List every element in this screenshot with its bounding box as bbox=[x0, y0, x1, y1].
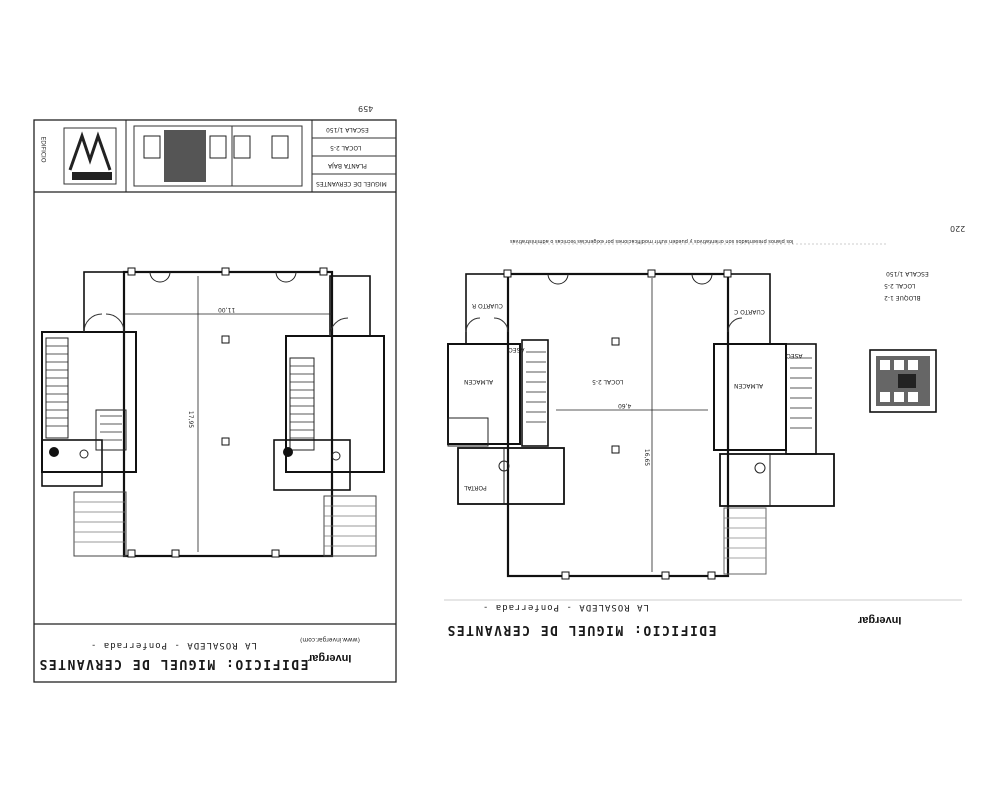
info-line-4: MIGUEL DE CERVANTES bbox=[316, 180, 387, 187]
key-plan-right bbox=[869, 349, 937, 413]
left-floor-plan bbox=[33, 119, 397, 683]
right-plan-sheet: 220 los planos presentados son orientati… bbox=[438, 222, 968, 652]
page-number: 459 bbox=[358, 104, 374, 113]
company-logo bbox=[63, 127, 117, 185]
room-label: ALMACEN bbox=[464, 378, 494, 385]
key-plan bbox=[133, 125, 303, 187]
vertical-label: EDIFICIO bbox=[39, 136, 47, 163]
dimension-width: 4,60 bbox=[618, 402, 632, 409]
website: (www.invergar.com) bbox=[300, 636, 360, 643]
room-label: CUARTO R bbox=[472, 302, 503, 309]
room-label: LOCAL 2-5 bbox=[592, 378, 624, 385]
right-floor-plan bbox=[444, 243, 962, 601]
legend-line-3: BLOQUE 1-2 bbox=[884, 294, 921, 301]
info-line-3: PLANTA BAJA bbox=[328, 162, 367, 169]
page-number: 220 bbox=[950, 224, 966, 233]
room-label: ASEO bbox=[508, 346, 525, 353]
dimension-height: 16,65 bbox=[643, 448, 651, 467]
info-line-1: ESCALA 1/150 bbox=[326, 126, 369, 133]
dimension-width: 11,00 bbox=[218, 306, 236, 313]
legend-line-2: LOCAL 2-5 bbox=[884, 282, 916, 289]
brand-logo: Invergar bbox=[308, 652, 352, 664]
room-label: PORTAL bbox=[464, 484, 487, 491]
legend-line-1: ESCALA 1/150 bbox=[886, 270, 929, 277]
notice-text: los planos presentados son orientativos … bbox=[510, 238, 794, 244]
building-title: EDIFICIO: MIGUEL DE CERVANTES bbox=[38, 656, 309, 671]
info-line-2: LOCAL 2-5 bbox=[330, 144, 362, 151]
room-label: ASEO bbox=[786, 352, 803, 359]
dimension-height: 17,95 bbox=[187, 410, 195, 429]
room-label: ALMACEN bbox=[734, 382, 764, 389]
location-text: LA ROSALEDA - Ponferrada - bbox=[482, 602, 649, 612]
location-text: LA ROSALEDA - Ponferrada - bbox=[90, 640, 257, 650]
brand-logo: Invergar bbox=[858, 614, 902, 626]
building-title: EDIFICIO: MIGUEL DE CERVANTES bbox=[446, 622, 717, 637]
room-label: CUARTO C bbox=[734, 308, 765, 315]
left-plan-sheet: 459 EDIFICIO ESCALA 1/150 LOCAL 2-5 PLAN… bbox=[32, 100, 400, 690]
